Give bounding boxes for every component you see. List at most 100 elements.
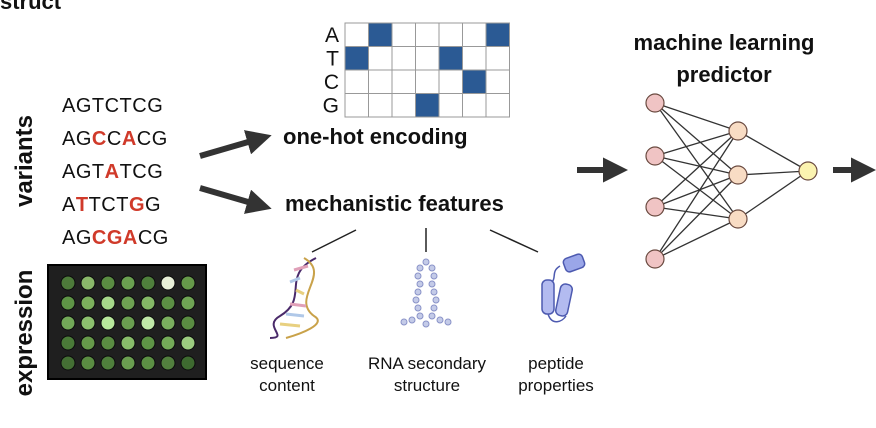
expression-plate: [47, 264, 207, 380]
feature-label-line1: peptide: [528, 354, 584, 373]
plate-well: [80, 295, 96, 311]
mutated-bases: A: [104, 161, 120, 183]
feature-label-line2: properties: [518, 376, 594, 395]
plate-well: [140, 315, 156, 331]
one-hot-row-label: T: [326, 48, 339, 71]
sequence-bases: G: [145, 194, 162, 216]
plate-well: [160, 295, 176, 311]
variant-sequence: AGTATCG: [62, 156, 169, 189]
one-hot-empty-cell: [415, 22, 440, 47]
one-hot-empty-cell: [344, 93, 369, 118]
plate-well: [100, 315, 116, 331]
plate-well: [140, 295, 156, 311]
one-hot-empty-cell: [438, 69, 463, 94]
nn-hidden-node: [728, 121, 748, 141]
plate-well: [120, 335, 136, 351]
plate-well: [180, 295, 196, 311]
peptide-helix-icon: [541, 253, 586, 323]
sequence-bases: CG: [136, 128, 168, 150]
one-hot-empty-cell: [485, 46, 510, 71]
one-hot-row-label: G: [323, 95, 339, 118]
nn-edge: [654, 218, 739, 260]
plate-well: [160, 315, 176, 331]
mutated-bases: G: [128, 194, 146, 216]
one-hot-empty-cell: [391, 22, 416, 47]
plate-well: [140, 335, 156, 351]
plate-well: [140, 355, 156, 371]
one-hot-empty-cell: [485, 69, 510, 94]
feature-label-rna-structure: RNA secondary structure: [352, 353, 502, 397]
one-hot-empty-cell: [462, 46, 487, 71]
plate-well: [100, 355, 116, 371]
plate-well: [100, 275, 116, 291]
plate-well: [80, 275, 96, 291]
plate-well: [100, 295, 116, 311]
nn-edge: [654, 206, 739, 220]
nn-edge: [737, 170, 809, 220]
nn-edge: [654, 155, 739, 176]
one-hot-empty-cell: [344, 69, 369, 94]
nn-input-node: [645, 249, 665, 269]
mutated-bases: T: [75, 194, 89, 216]
plate-well: [120, 355, 136, 371]
sequence-bases: AGT: [62, 161, 105, 183]
one-hot-empty-cell: [391, 69, 416, 94]
one-hot-empty-cell: [415, 46, 440, 71]
one-hot-empty-cell: [391, 46, 416, 71]
one-hot-filled-cell: [462, 69, 487, 94]
sequence-bases: CG: [137, 227, 169, 249]
one-hot-empty-cell: [438, 22, 463, 47]
one-hot-empty-cell: [462, 93, 487, 118]
nn-output-node: [798, 161, 818, 181]
mutated-bases: C: [91, 128, 107, 150]
nn-hidden-node: [728, 209, 748, 229]
plate-well: [60, 295, 76, 311]
one-hot-filled-cell: [368, 22, 393, 47]
mutated-bases: CGA: [91, 227, 138, 249]
one-hot-filled-cell: [438, 46, 463, 71]
one-hot-encoding-label: one-hot encoding: [283, 124, 468, 149]
variant-sequence: AGCCACG: [62, 123, 169, 156]
rna-hairpin-icon: [400, 258, 452, 328]
one-hot-filled-cell: [485, 22, 510, 47]
plate-well: [180, 315, 196, 331]
plate-well: [140, 275, 156, 291]
nn-edge: [654, 130, 739, 157]
plate-well: [180, 355, 196, 371]
feature-label-line1: sequence: [250, 354, 324, 373]
plate-well: [120, 295, 136, 311]
plate-well: [60, 335, 76, 351]
plate-well: [80, 335, 96, 351]
one-hot-empty-cell: [462, 22, 487, 47]
sequence-bases: A: [62, 194, 76, 216]
plate-well: [180, 275, 196, 291]
neural-network: [645, 93, 818, 269]
connector-peptide: [489, 229, 539, 253]
plate-well: [80, 315, 96, 331]
plate-well: [120, 275, 136, 291]
nn-edge: [654, 174, 739, 208]
mutated-bases: A: [121, 128, 137, 150]
one-hot-empty-cell: [415, 69, 440, 94]
mechanistic-features-title: mechanistic features: [285, 191, 504, 216]
feature-label-sequence-content: sequence content: [212, 353, 362, 397]
nn-edge: [654, 130, 739, 208]
sequence-bases: AG: [62, 128, 92, 150]
sequence-bases: C: [106, 128, 122, 150]
one-hot-empty-cell: [368, 46, 393, 71]
sequence-bases: TCG: [119, 161, 164, 183]
plate-well: [160, 355, 176, 371]
one-hot-grid: ATCG: [323, 22, 510, 118]
sequence-bases: AGTCTCG: [62, 95, 164, 117]
plate-well: [60, 315, 76, 331]
ml-predictor-title-line1: machine learning: [633, 30, 815, 55]
one-hot-empty-cell: [344, 22, 369, 47]
one-hot-row-label: C: [324, 71, 339, 94]
nn-edge: [737, 130, 809, 172]
plate-well: [160, 335, 176, 351]
plate-well: [60, 355, 76, 371]
one-hot-empty-cell: [368, 69, 393, 94]
sequence-bases: AG: [62, 227, 92, 249]
one-hot-empty-cell: [485, 93, 510, 118]
